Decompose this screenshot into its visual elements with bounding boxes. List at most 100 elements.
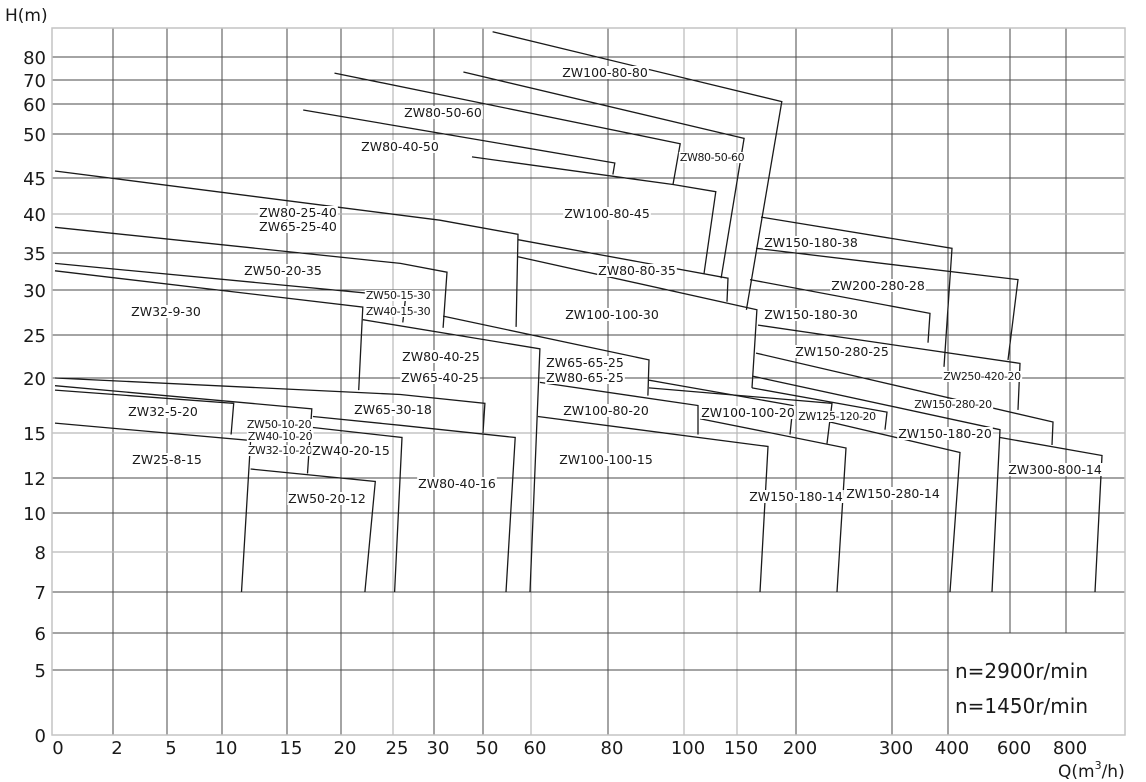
curve-label-group: ZW80-80-35	[597, 263, 677, 278]
pump-curve	[648, 379, 794, 435]
pump-curve	[463, 71, 745, 279]
curve-label-group: ZW50-10-20	[245, 418, 313, 431]
pump-curve	[442, 315, 650, 396]
curve-label: ZW50-20-35	[244, 263, 322, 278]
curve-label-background	[563, 207, 651, 220]
pump-curve	[699, 418, 847, 593]
curve-label-group: ZW32-10-20	[246, 444, 314, 457]
curve-label-group: ZW80-65-25	[545, 370, 625, 385]
curve-label-background	[311, 444, 391, 457]
curve-label-group: ZW100-80-20	[562, 403, 650, 418]
curve-label-background	[1007, 463, 1103, 476]
pump-curve	[755, 247, 1019, 360]
curve-label-background	[246, 445, 314, 456]
pump-curve	[752, 375, 1001, 593]
curve-label-background	[678, 152, 746, 163]
y-axis-title: H(m)	[5, 6, 48, 26]
curve-label-background	[545, 356, 625, 369]
y-tick-label: 40	[23, 205, 46, 226]
curve-label-group: ZW25-8-15	[131, 452, 203, 467]
pump-curve	[54, 377, 486, 434]
curve-label-background	[245, 419, 313, 430]
x-tick-label: 10	[215, 738, 238, 759]
pump-curve	[829, 421, 961, 593]
curve-label-group: ZW150-180-38	[763, 235, 859, 250]
y-tick-label: 8	[35, 543, 46, 564]
y-tick-label: 50	[23, 125, 46, 146]
curve-label-background	[287, 492, 367, 505]
pump-curve	[471, 156, 717, 274]
curve-label: ZW65-40-25	[401, 370, 479, 385]
curve-label-background	[845, 487, 941, 500]
y-tick-label: 30	[23, 281, 46, 302]
curve-label-background	[127, 405, 199, 418]
pump-curve	[54, 226, 448, 328]
curve-label-group: ZW150-180-30	[763, 307, 859, 322]
curve-label-group: ZW80-50-60	[678, 151, 746, 164]
curve-label-background	[360, 140, 440, 153]
curve-label-background	[558, 453, 654, 466]
curve-label: ZW80-50-60	[680, 151, 745, 164]
curve-label: ZW150-280-25	[795, 344, 889, 359]
curve-label: ZW80-25-40	[259, 205, 337, 220]
curve-label-group: ZW80-25-40	[258, 205, 338, 220]
pump-curve	[757, 324, 1021, 410]
curve-label-group: ZW80-40-25	[401, 349, 481, 364]
curve-label-background	[797, 411, 878, 422]
curve-label: ZW40-20-15	[312, 443, 390, 458]
curve-label-background	[353, 403, 433, 416]
pump-curve	[999, 436, 1103, 593]
curve-label-background	[913, 399, 994, 410]
curve-label-background	[417, 477, 497, 490]
curve-label-group: ZW80-50-60	[403, 105, 483, 120]
curve-label-group: ZW200-280-28	[830, 278, 926, 293]
pump-curve	[334, 72, 681, 185]
curve-label-group: ZW65-25-40	[258, 219, 338, 234]
curve-label-background	[258, 220, 338, 233]
x-axis-title-main: Q(m	[1058, 762, 1095, 782]
legend-entry-1450: n=1450r/min	[955, 694, 1088, 718]
curve-label-group: ZW65-30-18	[353, 402, 433, 417]
x-tick-label: 150	[724, 738, 758, 759]
x-axis-title-tail: /h)	[1102, 762, 1125, 782]
curve-label: ZW32-9-30	[131, 304, 201, 319]
x-tick-label: 600	[997, 738, 1031, 759]
curve-label: ZW65-65-25	[546, 355, 624, 370]
curve-label: ZW150-280-20	[914, 398, 992, 411]
curve-label-group: ZW65-65-25	[545, 355, 625, 370]
curve-label-group: ZW100-100-15	[558, 452, 654, 467]
x-tick-label: 0	[52, 738, 63, 759]
curve-label: ZW25-8-15	[132, 452, 202, 467]
y-tick-label: 10	[23, 504, 46, 525]
y-tick-label: 6	[35, 624, 46, 645]
curve-label-group: ZW300-800-14	[1007, 462, 1103, 477]
curve-label: ZW80-40-50	[361, 139, 439, 154]
y-tick-label: 80	[23, 48, 46, 69]
curve-label: ZW50-20-12	[288, 491, 366, 506]
curve-label: ZW32-10-20	[248, 444, 313, 457]
curve-label-group: ZW40-15-30	[364, 305, 432, 318]
y-tick-label: 20	[23, 369, 46, 390]
x-tick-label: 50	[476, 738, 499, 759]
pump-curve	[539, 381, 699, 435]
curve-label: ZW200-280-28	[831, 278, 925, 293]
curve-label: ZW150-180-38	[764, 235, 858, 250]
x-tick-label: 800	[1053, 738, 1087, 759]
curve-label-group: ZW40-10-20	[246, 430, 314, 443]
curve-label-group: ZW150-280-14	[845, 486, 941, 501]
x-axis-title-sup: 3	[1095, 759, 1102, 772]
x-axis-title: Q(m3/h)	[1058, 759, 1125, 782]
y-tick-label: 35	[23, 244, 46, 265]
curve-label: ZW150-280-14	[846, 486, 940, 501]
curve-label-background	[364, 306, 432, 317]
curve-label-group: ZW80-40-50	[360, 139, 440, 154]
curve-label: ZW40-10-20	[248, 430, 313, 443]
curve-label-background	[700, 406, 796, 419]
curve-label: ZW80-65-25	[546, 370, 624, 385]
y-tick-label: 25	[23, 326, 46, 347]
curve-label: ZW32-5-20	[128, 404, 198, 419]
x-tick-label: 5	[165, 738, 176, 759]
pump-curve	[312, 426, 403, 593]
pump-curve	[492, 31, 783, 310]
